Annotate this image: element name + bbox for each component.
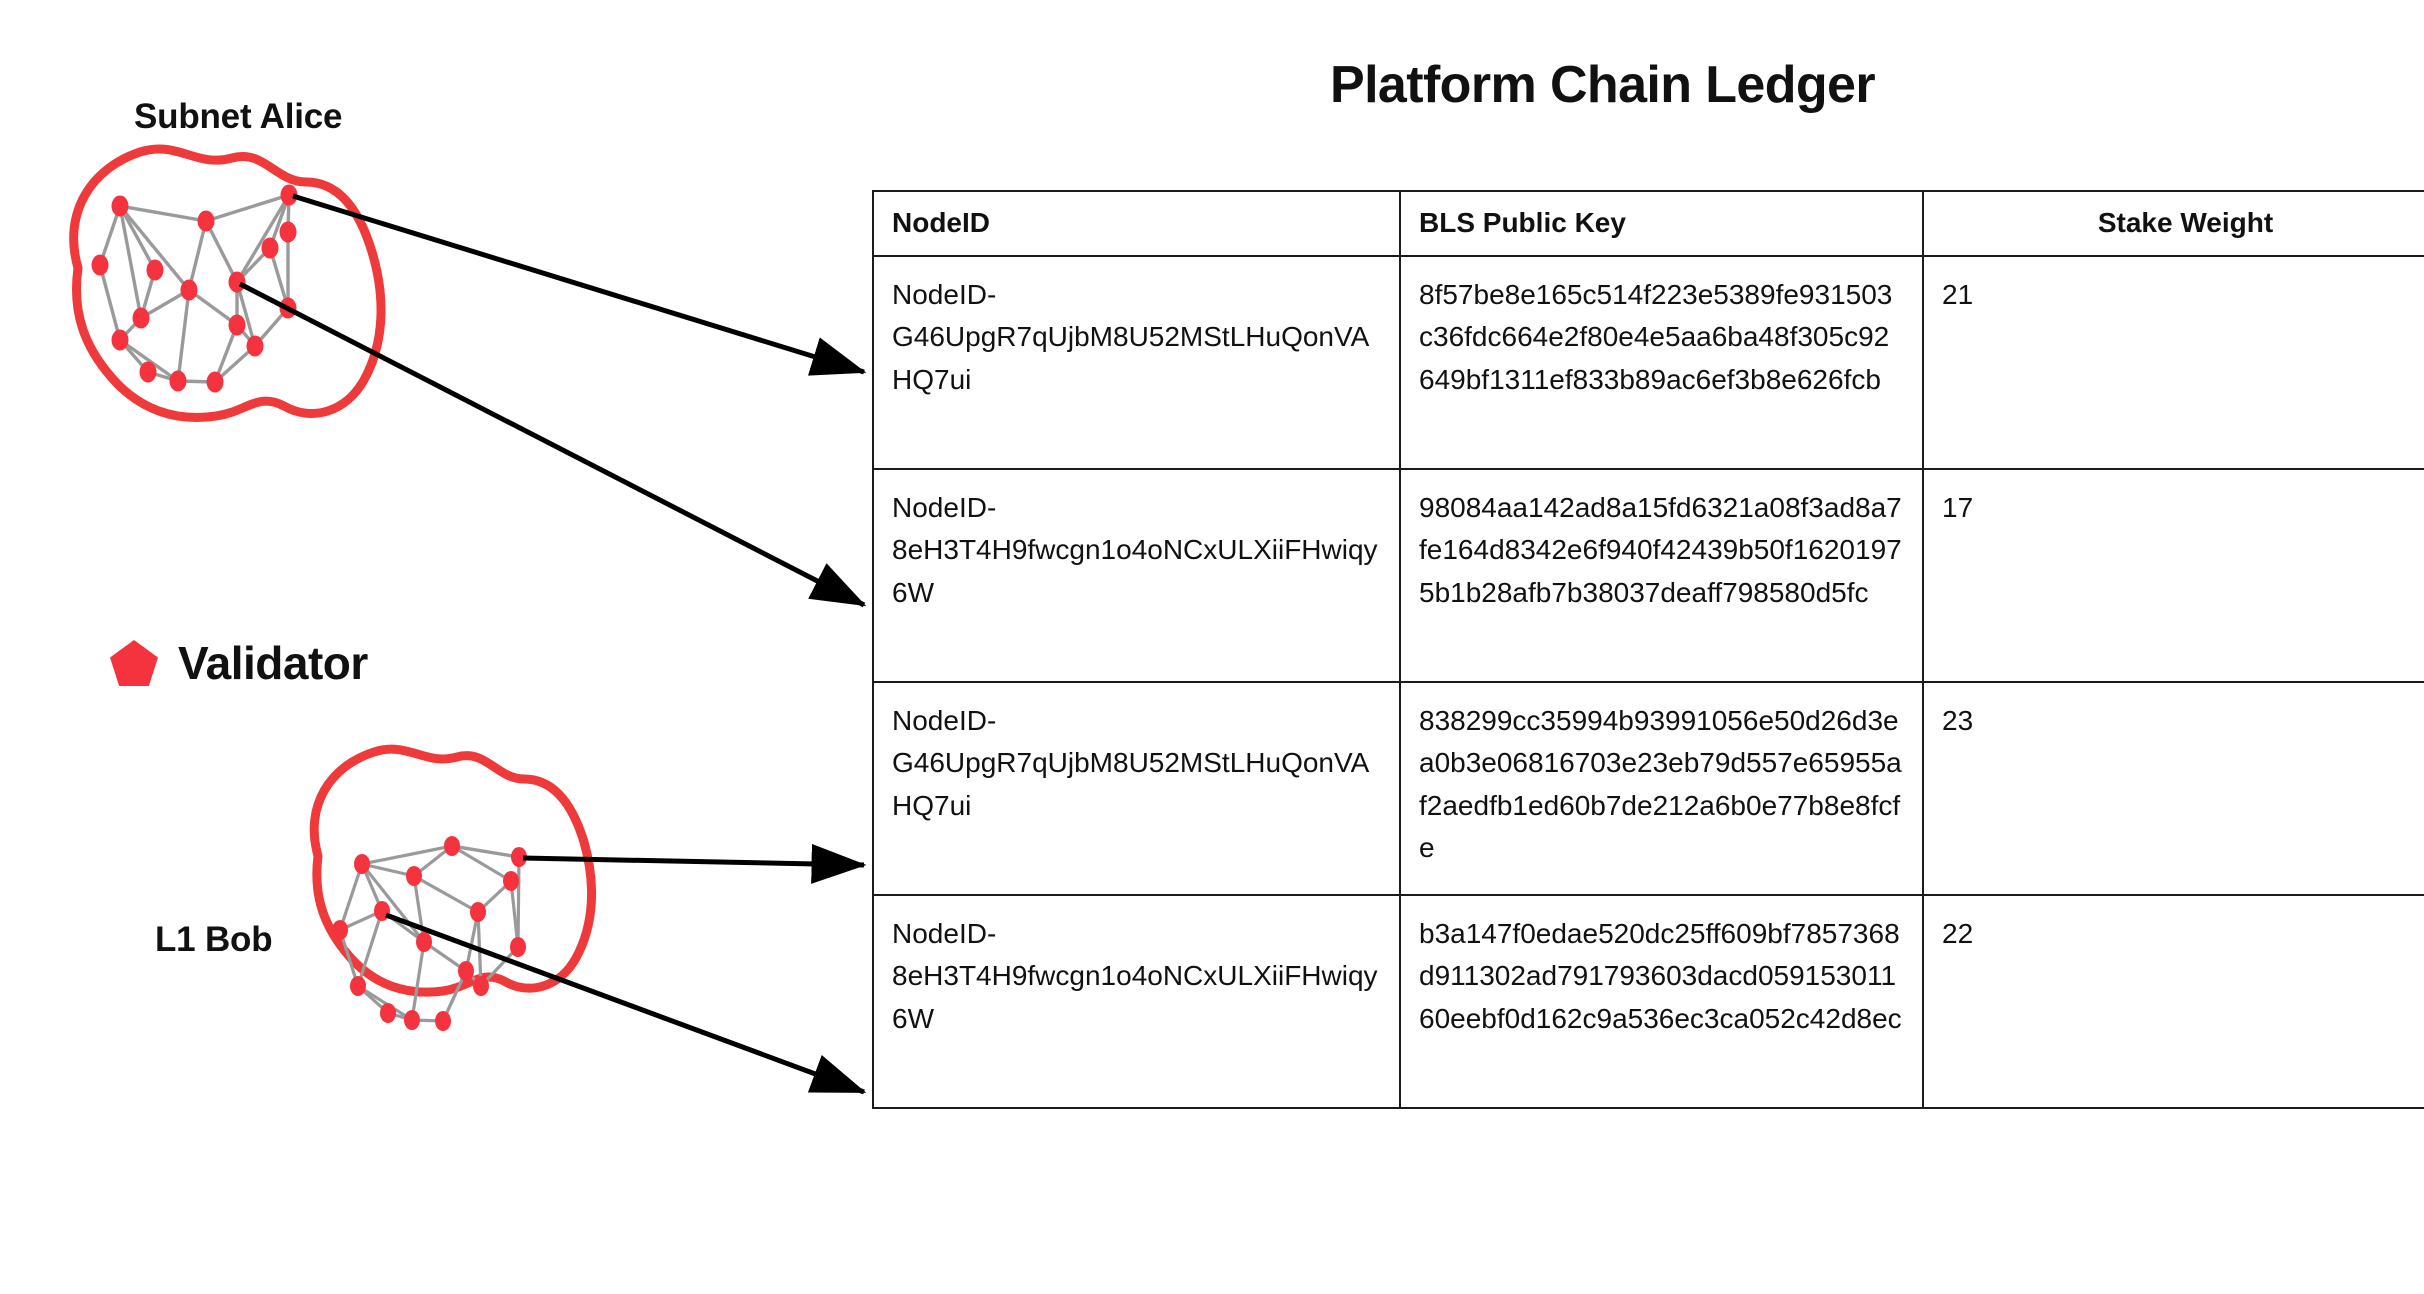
table-header-row: NodeID BLS Public Key Stake Weight [872, 190, 2424, 257]
subnet-alice-blob [69, 144, 386, 422]
cell-stake-weight: 22 [1922, 893, 2424, 1109]
table-body: NodeID-G46UpgR7qUjbM8U52MStLHuQonVAHQ7ui… [872, 254, 2424, 1109]
validator-nodes-bob [332, 836, 527, 1031]
table-row: NodeID-G46UpgR7qUjbM8U52MStLHuQonVAHQ7ui… [872, 680, 2424, 896]
cell-bls-public-key: b3a147f0edae520dc25ff609bf7857368d911302… [1399, 893, 1924, 1109]
arrow-alice-to-row2 [238, 281, 867, 608]
column-header-stake-weight: Stake Weight [1922, 190, 2424, 257]
table-row: NodeID-G46UpgR7qUjbM8U52MStLHuQonVAHQ7ui… [872, 254, 2424, 470]
platform-chain-ledger-table: NodeID BLS Public Key Stake Weight NodeI… [872, 190, 2424, 1109]
cell-nodeid: NodeID-G46UpgR7qUjbM8U52MStLHuQonVAHQ7ui [872, 680, 1401, 896]
validator-legend: Validator [110, 636, 368, 690]
arrow-bob-to-row3 [522, 843, 867, 884]
arrow-alice-to-row1 [292, 193, 867, 376]
table-row: NodeID-8eH3T4H9fwcgn1o4oNCxULXiiFHwiqy6W… [872, 893, 2424, 1109]
network-label-subnet-alice: Subnet Alice [134, 97, 343, 136]
column-header-bls-public-key: BLS Public Key [1399, 190, 1924, 257]
cell-bls-public-key: 98084aa142ad8a15fd6321a08f3ad8a7fe164d83… [1399, 467, 1924, 683]
network-label-l1-bob: L1 Bob [155, 920, 273, 959]
table-row: NodeID-8eH3T4H9fwcgn1o4oNCxULXiiFHwiqy6W… [872, 467, 2424, 683]
cell-stake-weight: 23 [1922, 680, 2424, 896]
l1-bob-blob [309, 744, 597, 1031]
blob-outline-alice [69, 144, 386, 422]
cell-nodeid: NodeID-8eH3T4H9fwcgn1o4oNCxULXiiFHwiqy6W [872, 467, 1401, 683]
page-title: Platform Chain Ledger [1329, 56, 1876, 114]
validator-nodes-alice [91, 184, 298, 393]
blob-outline-bob [309, 744, 597, 997]
cell-nodeid: NodeID-G46UpgR7qUjbM8U52MStLHuQonVAHQ7ui [872, 254, 1401, 470]
arrow-bob-to-row4 [385, 912, 867, 1095]
validator-legend-label: Validator [178, 637, 368, 689]
connector-arrows [238, 193, 867, 1095]
cell-stake-weight: 17 [1922, 467, 2424, 683]
pentagon-icon [110, 640, 158, 686]
cell-stake-weight: 21 [1922, 254, 2424, 470]
cell-bls-public-key: 838299cc35994b93991056e50d26d3ea0b3e0681… [1399, 680, 1924, 896]
cell-nodeid: NodeID-8eH3T4H9fwcgn1o4oNCxULXiiFHwiqy6W [872, 893, 1401, 1109]
table-header: NodeID BLS Public Key Stake Weight [872, 190, 2424, 257]
column-header-nodeid: NodeID [872, 190, 1401, 257]
cell-bls-public-key: 8f57be8e165c514f223e5389fe931503c36fdc66… [1399, 254, 1924, 470]
